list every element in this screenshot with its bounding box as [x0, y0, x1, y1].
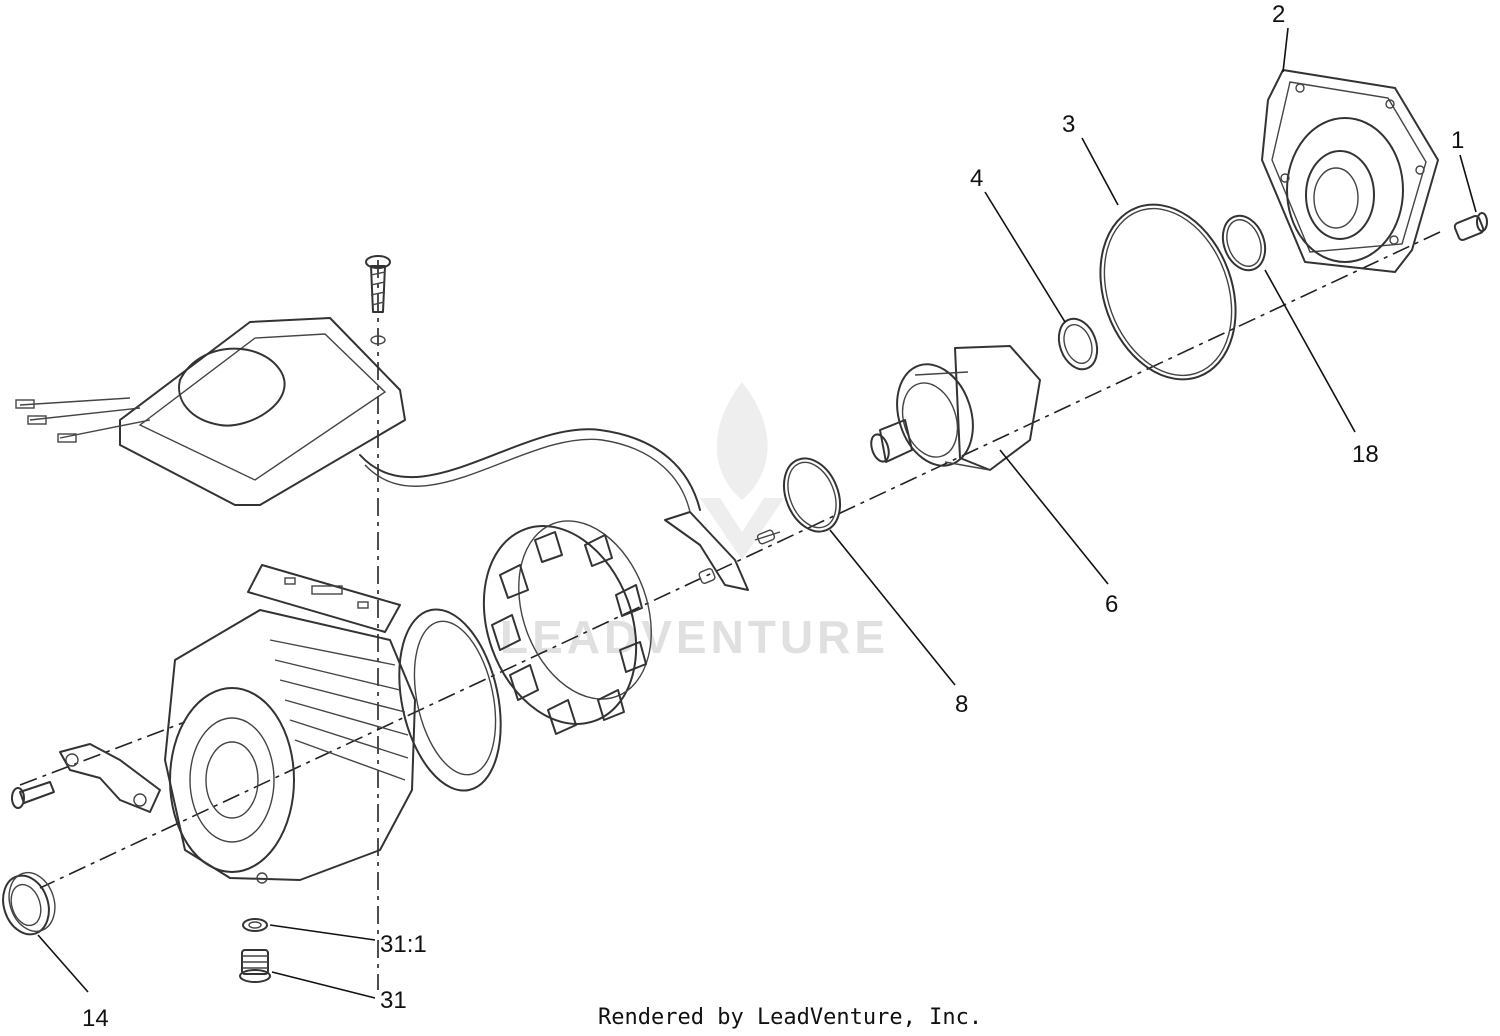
stator-winding: [482, 520, 652, 735]
callout-1: 1: [1451, 127, 1464, 154]
gasket-plate: [247, 564, 401, 633]
center-axis-lines: [19, 231, 1441, 990]
callout-4: 4: [970, 165, 983, 192]
regulator-screw: [365, 255, 391, 345]
callout-31: 31: [380, 987, 407, 1014]
part-8-o-ring[interactable]: [774, 450, 851, 540]
callout-18: 18: [1352, 441, 1379, 468]
gasket-disc: [398, 608, 502, 792]
bolt-axis-line: [19, 721, 186, 786]
callout-2: 2: [1272, 1, 1285, 28]
part-14-shaft-seal[interactable]: [0, 867, 62, 941]
part-6-rotor-shaft[interactable]: [868, 345, 1041, 476]
callout-labels: 1 2 3 4 6 8 14 18 31:1 31: [82, 1, 1464, 1032]
watermark-flame-icon: [716, 382, 768, 500]
wiring-harness: [359, 428, 701, 513]
part-31-drain-plug[interactable]: [239, 949, 271, 983]
callout-8: 8: [955, 691, 968, 718]
render-credit: Rendered by LeadVenture, Inc.: [598, 1005, 982, 1030]
mounting-bracket: [59, 743, 161, 813]
callout-6: 6: [1105, 591, 1118, 618]
part-2-end-cover[interactable]: [1261, 69, 1439, 273]
bracket-bolt: [11, 781, 55, 809]
leader-lines: [37, 27, 1477, 999]
part-18-small-o-ring[interactable]: [1216, 210, 1273, 276]
callout-14: 14: [82, 1005, 109, 1032]
part-3-large-o-ring[interactable]: [1077, 186, 1259, 399]
watermark-text: LEADVENTURE: [500, 611, 889, 663]
part-31-1-washer[interactable]: [242, 918, 268, 932]
main-axis-line: [39, 231, 1441, 889]
watermark: LEADVENTURE: [500, 382, 889, 663]
voltage-regulator: [15, 317, 406, 506]
alternator-housing: [164, 609, 416, 884]
callout-3: 3: [1062, 111, 1075, 138]
part-4-seal-ring[interactable]: [1052, 313, 1104, 374]
watermark-v-icon: [700, 498, 784, 560]
callout-31-1: 31:1: [380, 931, 427, 958]
part-1-bolt[interactable]: [1453, 212, 1488, 242]
